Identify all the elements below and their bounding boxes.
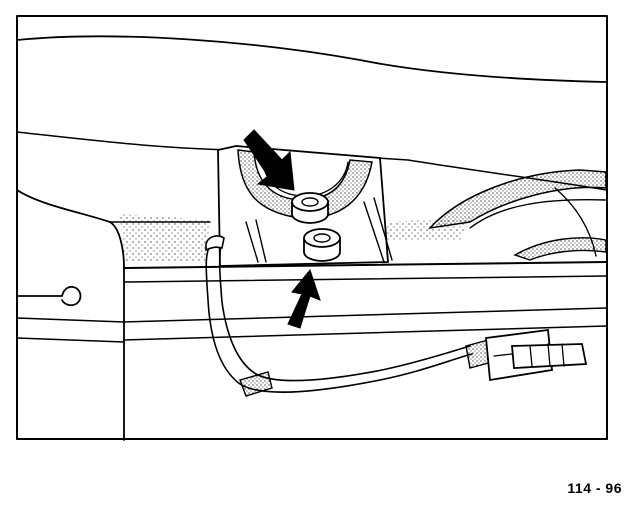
mount-slot-left: [245, 219, 267, 263]
frame-rail-lower2: [123, 325, 607, 341]
arrow-lower-pointer: [287, 268, 321, 329]
left-rail-line: [16, 317, 125, 323]
mounting-bracket: [16, 285, 82, 307]
dotted-strip: [380, 218, 470, 240]
figure-number: 114 - 96: [567, 480, 622, 496]
left-panel-shade: [120, 214, 210, 262]
illustration-frame: [16, 15, 608, 440]
right-tire-arc: [554, 187, 597, 257]
left-body-panel: [16, 189, 125, 269]
upper-bushing: [291, 192, 329, 224]
harness-grommet: [205, 235, 225, 252]
mount-housing-curve: [237, 149, 373, 219]
harness-tape: [239, 371, 273, 397]
electrical-connector: [465, 328, 588, 382]
right-tire-shade: [428, 169, 607, 230]
frame-rail-inner: [123, 275, 607, 283]
right-tire-inner: [469, 199, 607, 229]
arrow-upper-pointer: [243, 129, 295, 191]
mount-slot-right: [363, 197, 393, 263]
upper-body-panel: [16, 35, 607, 83]
left-rail-line2: [16, 337, 125, 343]
frame-rail-top: [123, 261, 607, 269]
right-tire-lower: [513, 237, 607, 261]
lower-bushing: [303, 228, 341, 262]
frame-rail-lower: [123, 307, 607, 323]
